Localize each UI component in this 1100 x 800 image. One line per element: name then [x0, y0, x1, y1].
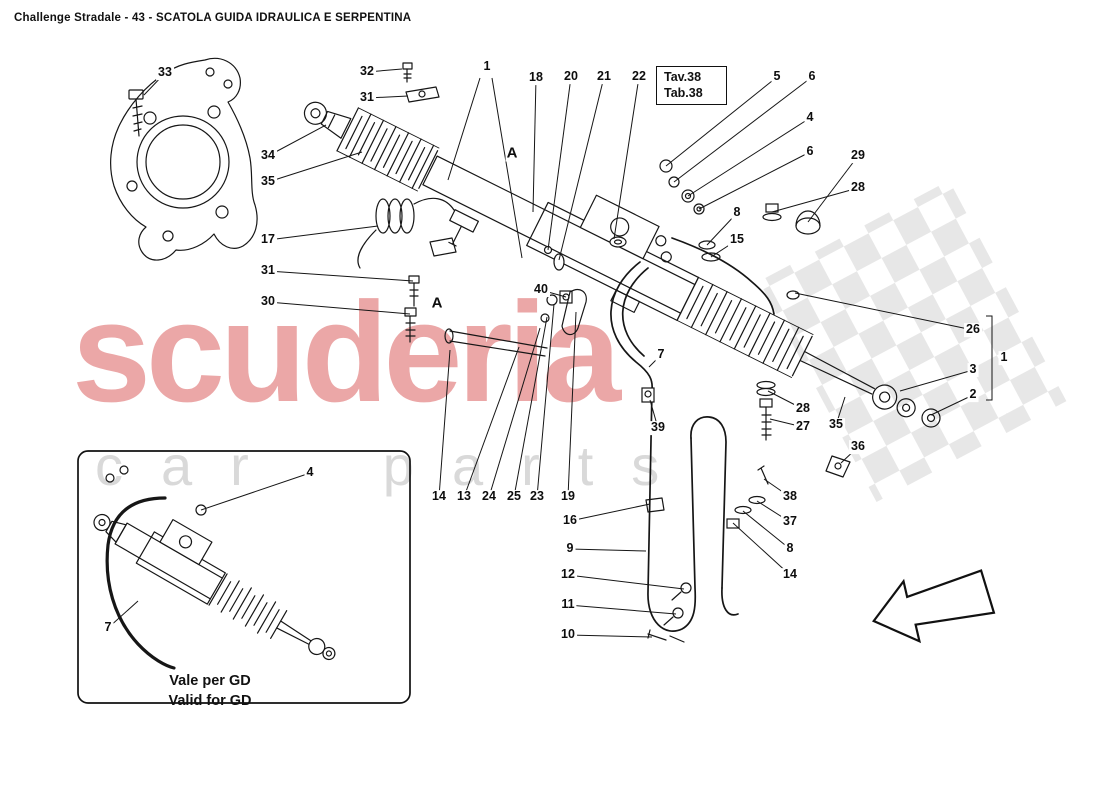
- page-title: Challenge Stradale - 43 - SCATOLA GUIDA …: [14, 12, 412, 24]
- plate-reference-box: Tav.38 Tab.38: [656, 66, 727, 106]
- bolt-32: [402, 62, 413, 83]
- lower-right-hardware: [726, 380, 851, 529]
- pipe-clips-cluster: [540, 236, 627, 336]
- steering-knuckle: [110, 57, 258, 261]
- inset-caption-line2: Valid for GD: [168, 692, 252, 709]
- inset-box: [77, 450, 411, 704]
- hose-clamps: [641, 387, 665, 513]
- watermark-sub2: parts: [382, 434, 698, 497]
- coiled-hose-17: [357, 197, 457, 269]
- inset-hose: [105, 496, 176, 670]
- nut-washer-28-top: [762, 203, 782, 222]
- inset-caption-line1: Vale per GD: [169, 673, 251, 689]
- serpentine-hoses: [610, 237, 800, 632]
- direction-arrow: [872, 569, 996, 644]
- reservoir-cap-29: [795, 210, 821, 235]
- inset-steering-rack: [93, 513, 336, 661]
- bracket-bolts-31-30: [404, 275, 420, 343]
- plate-line2: Tab.38: [664, 85, 703, 100]
- reference-brackets: [447, 77, 993, 401]
- bolt-33: [128, 89, 144, 137]
- watermark-sub1: car: [95, 434, 287, 497]
- plate-line1: Tav.38: [664, 70, 702, 84]
- clamp-31-top: [405, 86, 440, 103]
- hydraulic-pipe-13: [444, 328, 548, 357]
- inset-caption: Vale per GD Valid for GD: [110, 672, 310, 711]
- hydraulic-fittings: [659, 159, 705, 215]
- leader-lines: [107, 68, 974, 638]
- watermark-text: scuderia: [72, 273, 621, 432]
